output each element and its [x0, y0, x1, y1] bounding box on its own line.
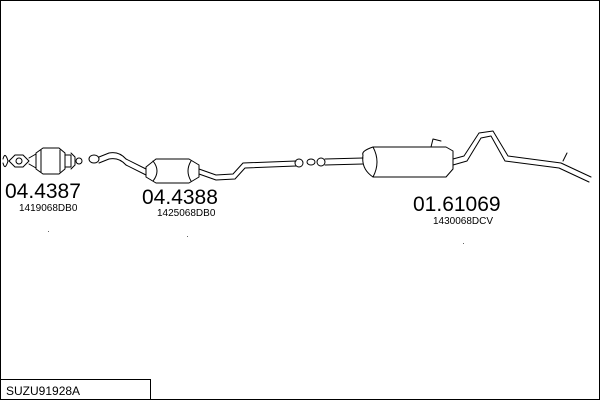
ref-code-front-cat: 1419068DB0: [19, 203, 78, 214]
leader-dot: [463, 243, 464, 244]
part-number-middle-cat: 04.4388: [142, 186, 218, 209]
leader-dot: [48, 231, 49, 232]
footer-code-box: SUZU91928A: [1, 379, 151, 400]
ref-code-rear-silencer: 1430068DCV: [433, 216, 494, 227]
part-number-front-cat: 04.4387: [5, 180, 81, 203]
footer-code: SUZU91928A: [6, 384, 81, 398]
ref-code-middle-cat: 1425068DB0: [157, 208, 216, 219]
rear-silencer: [306, 130, 592, 183]
front-catalytic-converter: [2, 147, 83, 175]
part-number-rear-silencer: 01.61069: [413, 193, 501, 216]
leader-dot: [187, 236, 188, 237]
middle-catalytic-converter: [88, 152, 304, 184]
